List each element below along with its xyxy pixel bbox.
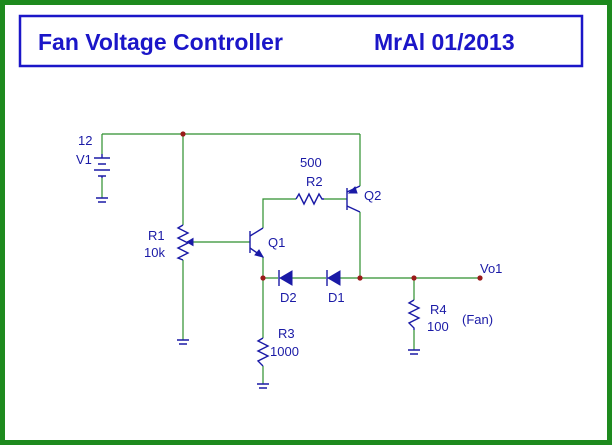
- potentiometer-r1: [176, 224, 194, 261]
- v1-value: 12: [78, 133, 92, 148]
- r2-name: R2: [306, 174, 323, 189]
- diode-d2: [278, 270, 293, 286]
- r4-note: (Fan): [462, 312, 493, 327]
- r1-name: R1: [148, 228, 165, 243]
- junction-dot: [180, 131, 186, 137]
- title-author-date: MrAl 01/2013: [374, 29, 515, 55]
- q2-name: Q2: [364, 188, 381, 203]
- ground-symbol: [257, 383, 269, 389]
- junction-dot: [357, 275, 363, 281]
- q1-name: Q1: [268, 235, 285, 250]
- transistor-q2: [346, 185, 361, 213]
- output-probe-dot: [477, 275, 483, 281]
- title-box: [18, 14, 584, 68]
- transistor-q1: [249, 227, 265, 258]
- junction-dot: [260, 275, 266, 281]
- ground-symbol: [177, 339, 189, 345]
- r2-value: 500: [300, 155, 322, 170]
- d1-name: D1: [328, 290, 345, 305]
- r3-name: R3: [278, 326, 295, 341]
- resistor-r2: [295, 192, 324, 206]
- ground-symbol: [408, 349, 420, 355]
- battery-v1: [94, 154, 110, 178]
- vo1-name: Vo1: [480, 261, 502, 276]
- junction-dots: [180, 131, 483, 281]
- r4-name: R4: [430, 302, 447, 317]
- r4-value: 100: [427, 319, 449, 334]
- resistor-r4: [407, 299, 421, 330]
- r3-value: 1000: [270, 344, 299, 359]
- resistor-r3: [256, 337, 270, 367]
- ground-symbol: [96, 197, 108, 203]
- diode-d1: [326, 270, 341, 286]
- wires: [101, 133, 480, 384]
- v1-name: V1: [76, 152, 92, 167]
- d2-name: D2: [280, 290, 297, 305]
- title-name: Fan Voltage Controller: [38, 29, 283, 55]
- r1-value: 10k: [144, 245, 165, 260]
- junction-dot: [411, 275, 417, 281]
